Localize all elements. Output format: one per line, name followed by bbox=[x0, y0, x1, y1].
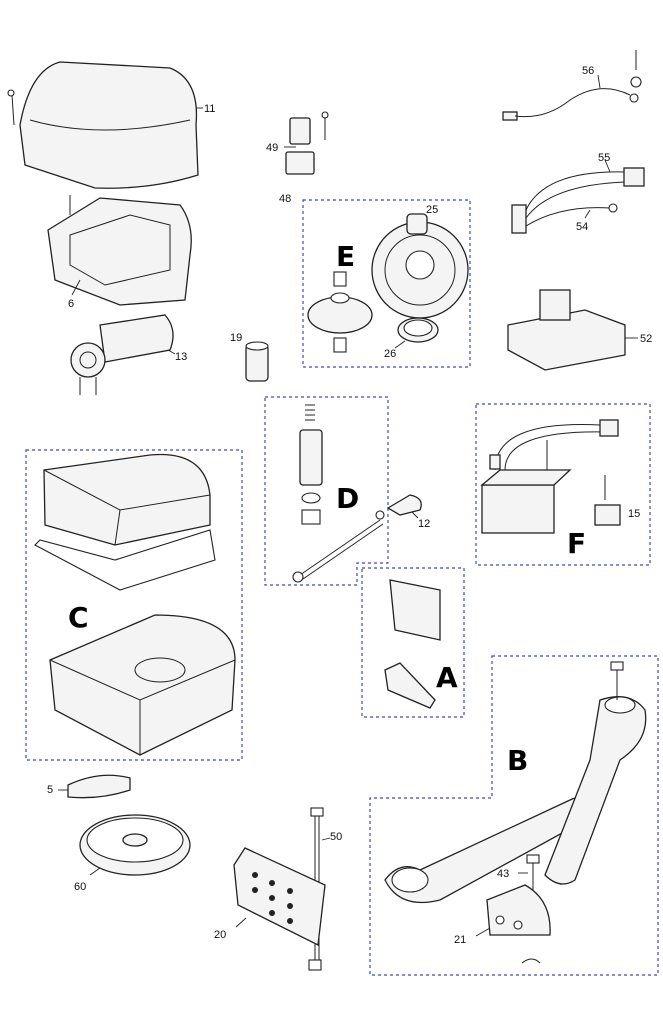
group-label-d: D bbox=[336, 482, 359, 515]
part-disc bbox=[79, 814, 191, 876]
part-lever bbox=[386, 494, 422, 519]
group-label-c: C bbox=[68, 601, 89, 634]
part-motor bbox=[70, 314, 176, 395]
label-56: 56 bbox=[582, 65, 594, 77]
label-6: 6 bbox=[68, 298, 74, 310]
label-13: 13 bbox=[175, 351, 187, 363]
part-cable bbox=[502, 50, 642, 121]
label-50: 50 bbox=[330, 831, 342, 843]
group-label-f: F bbox=[567, 527, 586, 560]
label-25: 25 bbox=[426, 204, 438, 216]
part-wire-harness bbox=[511, 159, 645, 234]
label-49: 49 bbox=[266, 142, 278, 154]
part-upper-housing bbox=[34, 453, 216, 591]
part-transformer bbox=[480, 419, 619, 534]
group-box-a bbox=[361, 567, 465, 718]
label-12: 12 bbox=[418, 518, 430, 530]
group-box-e bbox=[302, 199, 471, 368]
label-11: 11 bbox=[204, 103, 215, 115]
label-52: 52 bbox=[640, 333, 652, 345]
part-base-plate bbox=[47, 195, 192, 306]
label-55: 55 bbox=[598, 152, 610, 164]
label-60: 60 bbox=[74, 881, 86, 893]
label-48: 48 bbox=[279, 193, 291, 205]
part-small-gear bbox=[307, 271, 373, 353]
label-19: 19 bbox=[230, 332, 242, 344]
part-ring bbox=[394, 317, 439, 349]
label-54: 54 bbox=[576, 221, 588, 233]
part-terminal-block bbox=[594, 475, 621, 526]
group-label-b: B bbox=[507, 744, 528, 777]
part-control-board bbox=[507, 289, 638, 371]
part-lower-housing bbox=[49, 614, 236, 756]
label-26: 26 bbox=[384, 348, 396, 360]
group-box-f bbox=[475, 403, 651, 566]
label-21: 21 bbox=[454, 934, 466, 946]
part-bolt-plate bbox=[233, 807, 331, 971]
part-arm-b bbox=[384, 661, 647, 964]
part-cover bbox=[7, 61, 203, 189]
part-shaft-assembly bbox=[292, 404, 385, 583]
label-20: 20 bbox=[214, 929, 226, 941]
label-43: 43 bbox=[497, 868, 509, 880]
group-label-e: E bbox=[336, 240, 355, 273]
part-bracket-a bbox=[384, 579, 441, 709]
label-15: 15 bbox=[628, 508, 640, 520]
group-box-d bbox=[264, 396, 389, 586]
part-limit-switch bbox=[284, 111, 329, 175]
part-large-gear bbox=[371, 213, 469, 319]
group-box-c bbox=[25, 449, 243, 761]
label-5: 5 bbox=[47, 784, 53, 796]
part-spacer bbox=[245, 341, 269, 382]
group-label-a: A bbox=[436, 661, 458, 694]
part-cam bbox=[58, 774, 131, 799]
